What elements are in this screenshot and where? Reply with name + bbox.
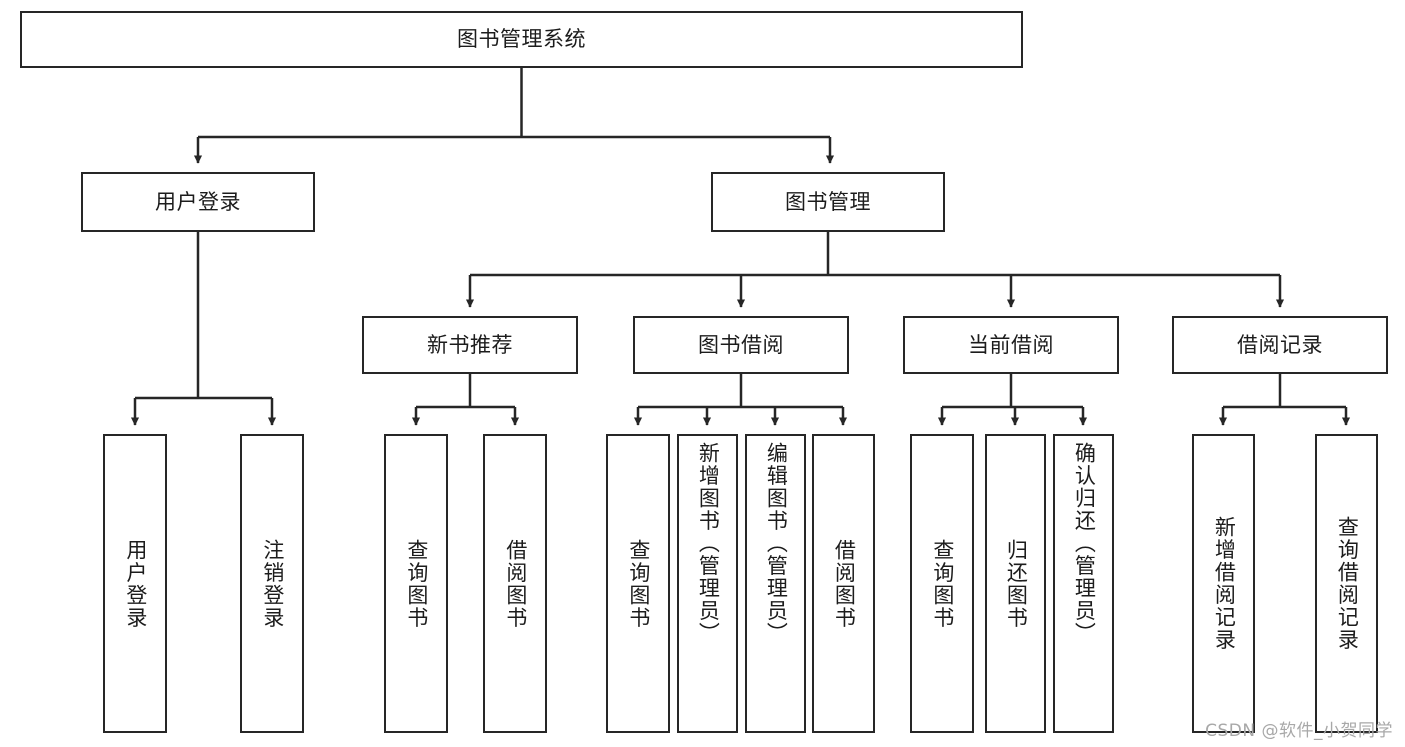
node-leaf-new-borrow-book-label: 借阅图书 — [503, 538, 528, 629]
node-leaf-new-query-book-label: 查询图书 — [404, 538, 429, 629]
node-leaf-add-book-admin-label: 新增图书（管理员） — [696, 442, 721, 645]
node-book-management-module[interactable]: 图书管理 — [711, 172, 945, 232]
node-leaf-borrow-query-book[interactable]: 查询图书 — [606, 434, 670, 733]
node-leaf-return-book[interactable]: 归还图书 — [985, 434, 1046, 733]
node-new-book-recommendation[interactable]: 新书推荐 — [362, 316, 578, 374]
node-book-borrowing[interactable]: 图书借阅 — [633, 316, 849, 374]
node-leaf-confirm-return-admin-label: 确认归还（管理员） — [1072, 442, 1097, 645]
node-root-label: 图书管理系统 — [457, 27, 586, 52]
node-leaf-add-borrow-record[interactable]: 新增借阅记录 — [1192, 434, 1255, 733]
node-current-borrowing[interactable]: 当前借阅 — [903, 316, 1119, 374]
node-leaf-lend-book[interactable]: 借阅图书 — [812, 434, 875, 733]
node-leaf-edit-book-admin-label: 编辑图书（管理员） — [764, 442, 789, 645]
node-borrow-record[interactable]: 借阅记录 — [1172, 316, 1388, 374]
node-new-book-recommendation-label: 新书推荐 — [427, 332, 513, 357]
node-leaf-user-logout-label: 注销登录 — [260, 538, 285, 629]
node-leaf-borrow-query-book-label: 查询图书 — [626, 538, 651, 629]
node-root[interactable]: 图书管理系统 — [20, 11, 1023, 68]
node-leaf-user-logout[interactable]: 注销登录 — [240, 434, 304, 733]
node-leaf-add-borrow-record-label: 新增借阅记录 — [1212, 516, 1237, 651]
node-leaf-user-login-label: 用户登录 — [123, 538, 148, 629]
node-book-borrowing-label: 图书借阅 — [698, 332, 784, 357]
node-leaf-lend-book-label: 借阅图书 — [832, 538, 857, 629]
node-borrow-record-label: 借阅记录 — [1237, 332, 1323, 357]
node-leaf-add-book-admin[interactable]: 新增图书（管理员） — [677, 434, 738, 733]
node-leaf-query-borrow-record-label: 查询借阅记录 — [1335, 516, 1360, 651]
node-leaf-user-login[interactable]: 用户登录 — [103, 434, 167, 733]
node-book-management-module-label: 图书管理 — [785, 189, 871, 214]
node-leaf-new-query-book[interactable]: 查询图书 — [384, 434, 448, 733]
node-leaf-edit-book-admin[interactable]: 编辑图书（管理员） — [745, 434, 806, 733]
node-leaf-query-borrow-record[interactable]: 查询借阅记录 — [1315, 434, 1378, 733]
node-current-borrowing-label: 当前借阅 — [968, 332, 1054, 357]
node-leaf-current-query-book-label: 查询图书 — [930, 538, 955, 629]
node-leaf-confirm-return-admin[interactable]: 确认归还（管理员） — [1053, 434, 1114, 733]
node-user-login-module-label: 用户登录 — [155, 189, 241, 214]
node-user-login-module[interactable]: 用户登录 — [81, 172, 315, 232]
csdn-watermark: CSDN @软件_小贺同学 — [1205, 721, 1393, 741]
node-leaf-new-borrow-book[interactable]: 借阅图书 — [483, 434, 547, 733]
node-leaf-return-book-label: 归还图书 — [1004, 538, 1029, 629]
node-leaf-current-query-book[interactable]: 查询图书 — [910, 434, 974, 733]
